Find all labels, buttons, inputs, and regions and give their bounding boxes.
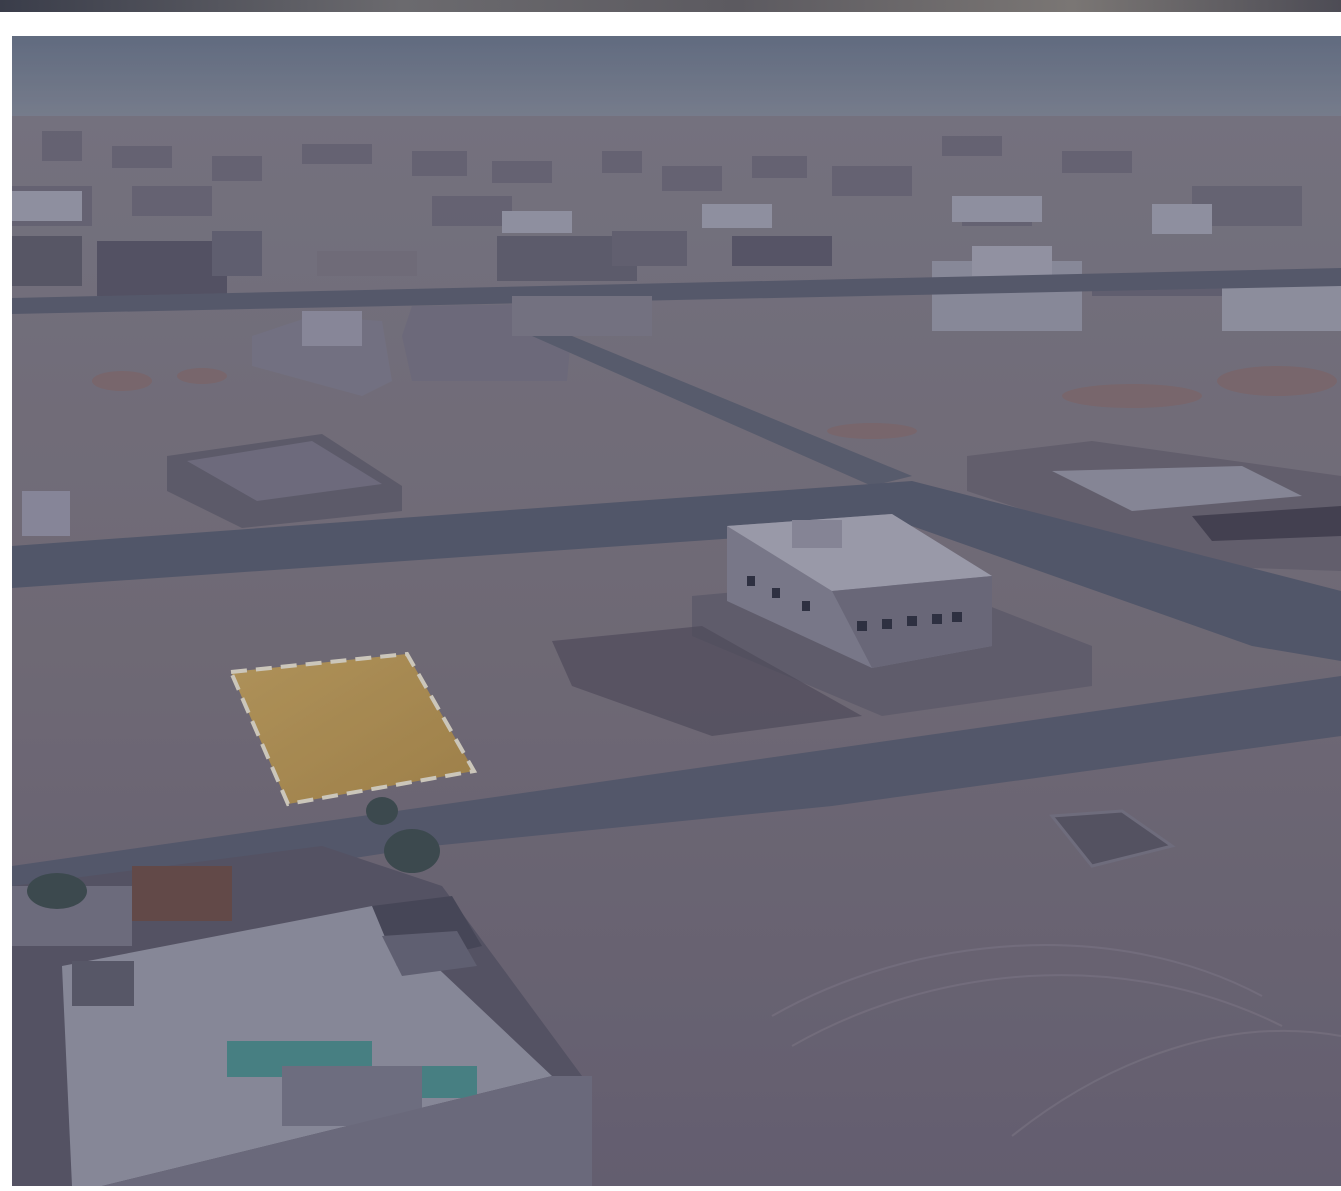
far-road xyxy=(12,268,1341,314)
top-photo-strip xyxy=(0,0,1341,12)
distant-white-houses xyxy=(12,191,1212,234)
lower-road xyxy=(12,676,1341,911)
palm-trees xyxy=(27,797,440,909)
mid-street xyxy=(532,336,912,486)
modern-villa xyxy=(12,846,592,1186)
aerial-photo xyxy=(12,36,1341,1186)
small-foundation xyxy=(1049,809,1176,868)
left-mid-houses xyxy=(252,296,652,396)
villa-windows xyxy=(747,576,962,631)
courtyard-villa xyxy=(22,434,402,536)
tint-overlay xyxy=(12,36,1341,1186)
highlighted-plot xyxy=(228,651,478,807)
right-compound xyxy=(967,441,1341,571)
building-shadow xyxy=(552,626,862,736)
upper-road xyxy=(12,481,1341,661)
tire-tracks xyxy=(771,944,1341,1137)
sky xyxy=(12,36,1341,126)
concrete-villa xyxy=(692,514,1092,716)
dirt-piles xyxy=(92,366,1337,439)
